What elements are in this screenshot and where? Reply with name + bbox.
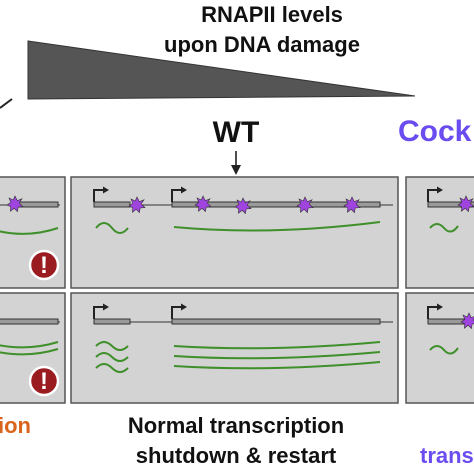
alert-icon: ! [28,365,60,397]
full-transcript [173,341,381,350]
cockayne-label: Cock [398,115,472,148]
short-transcript [429,345,459,355]
down-arrow-icon [231,151,241,175]
transcript-top-left [0,227,59,235]
panel-top-right [405,176,474,289]
full-transcript [173,221,381,232]
svg-text:!: ! [40,368,48,395]
left-column-label: ion [0,413,31,438]
full-transcript [173,361,381,370]
normal-transcription-label-2: shutdown & restart [136,443,337,468]
normal-transcription-label-1: Normal transcription [128,413,344,438]
short-transcript [95,352,129,362]
rnapii-level-wedge [27,40,416,100]
gene-bottom-left [0,318,60,325]
short-transcript [95,341,129,351]
panel-top-center [70,176,399,289]
title-line-2: upon DNA damage [164,32,360,57]
title-line-1: RNAPII levels [201,2,343,27]
transcript-bottom-left [0,348,59,356]
short-transcript [95,363,129,373]
alert-icon: ! [28,249,60,281]
right-column-label: trans [420,443,474,468]
wedge-left-tick [0,98,13,109]
wt-label: WT [213,116,260,149]
full-transcript [173,351,381,360]
svg-text:!: ! [40,252,48,279]
panel-bottom-right [405,292,474,404]
transcript-bottom-left [0,341,59,349]
short-transcript [429,223,459,233]
short-transcript [95,222,129,234]
gene-bottom-center [93,318,393,325]
